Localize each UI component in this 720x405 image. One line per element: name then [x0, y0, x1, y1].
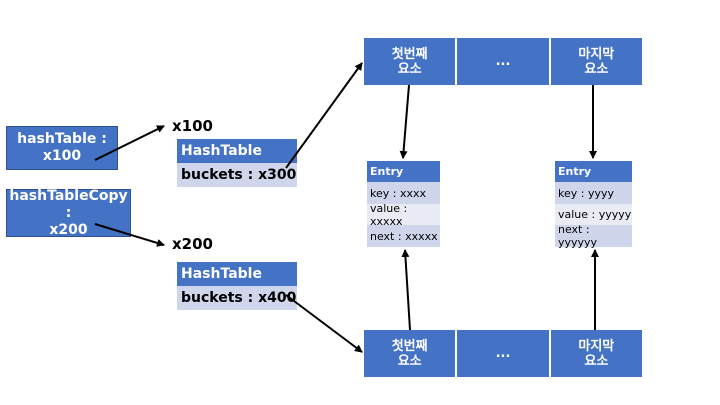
bucket-first-line2: 요소 [397, 353, 422, 369]
arrow-buckets-top-to-array [285, 62, 363, 169]
bucket-last: 마지막 요소 [550, 330, 642, 377]
arrow-first-bucket-to-entry [399, 84, 410, 159]
bucket-ellipsis: ... [495, 54, 511, 69]
entry-value: value : yyyyy [555, 204, 632, 225]
entry-title: Entry [367, 161, 440, 182]
arrow-hashtable-to-x100 [94, 125, 165, 161]
hashtablecopy-ref-name: hashTableCopy : [9, 187, 128, 221]
entry-next: next : xxxxx [367, 225, 440, 247]
address-label-bottom: x200 [172, 235, 213, 253]
bucket-last: 마지막 요소 [550, 38, 642, 85]
bucket-first: 첫번째 요소 [364, 38, 458, 85]
bucket-middle: ... [457, 38, 551, 85]
entry-box-left: Entry key : xxxx value : xxxxx next : xx… [367, 161, 440, 247]
bucket-ellipsis: ... [495, 346, 511, 361]
arrow-buckets-bottom-to-array [285, 294, 363, 353]
entry-next: next : yyyyyy [555, 223, 632, 249]
buckets-field: buckets : x300 [177, 163, 297, 187]
hashtable-ref-box: hashTable : x100 [6, 126, 118, 170]
bucket-array-bottom: 첫번째 요소 ... 마지막 요소 [364, 330, 642, 377]
entry-title: Entry [555, 161, 632, 182]
bucket-first-line1: 첫번째 [391, 338, 428, 354]
bucket-last-line1: 마지막 [578, 338, 615, 354]
bucket-array-top: 첫번째 요소 ... 마지막 요소 [364, 38, 642, 85]
hashtablecopy-ref-box: hashTableCopy : x200 [6, 187, 131, 238]
bucket-last-line1: 마지막 [578, 46, 615, 62]
bucket-middle: ... [457, 330, 551, 377]
address-label-top: x100 [172, 117, 213, 135]
hashtable-ref-addr: x100 [42, 148, 82, 164]
bucket-last-line2: 요소 [584, 61, 609, 77]
entry-key: key : yyyy [555, 182, 632, 204]
bucket-first-line1: 첫번째 [391, 46, 428, 62]
buckets-field: buckets : x400 [177, 286, 297, 310]
bucket-first: 첫번째 요소 [364, 330, 458, 377]
bucket-last-line2: 요소 [584, 353, 609, 369]
hashtablecopy-ref-addr: x200 [49, 221, 88, 238]
hashtable-ref-name: hashTable : [17, 131, 107, 147]
bucket-first-line2: 요소 [397, 61, 422, 77]
entry-box-right: Entry key : yyyy value : yyyyy next : yy… [555, 161, 632, 249]
arrow-hashtablecopy-to-x200 [94, 223, 165, 247]
hashtable-object-bottom: HashTable buckets : x400 [177, 262, 297, 310]
hashtable-object-title: HashTable [177, 262, 297, 286]
entry-value: value : xxxxx [367, 202, 440, 228]
entry-key: key : xxxx [367, 182, 440, 204]
hashtable-object-title: HashTable [177, 139, 297, 163]
hashtable-object-top: HashTable buckets : x300 [177, 139, 297, 187]
arrow-bottom-first-bucket-to-entry [401, 249, 411, 331]
